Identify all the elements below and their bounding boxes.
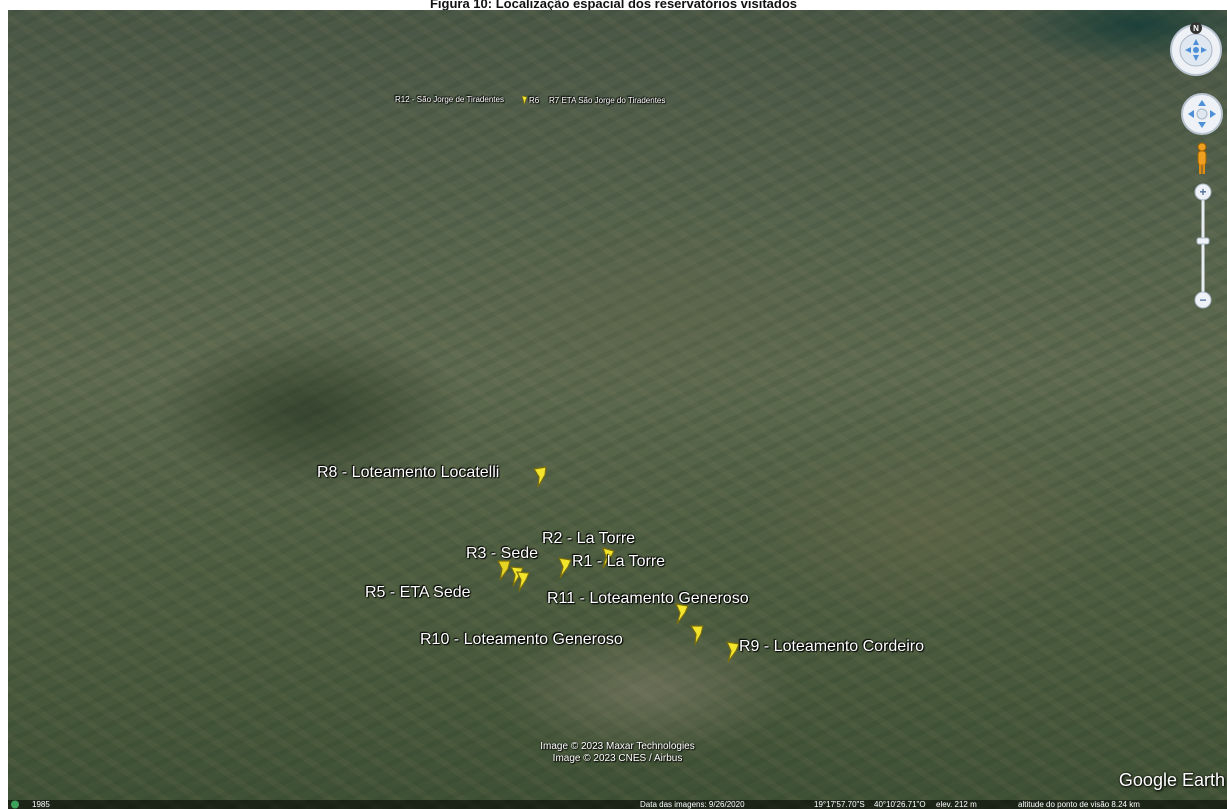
look-around-icon[interactable]: [1180, 92, 1224, 136]
elevation-readout: elev. 212 m: [936, 800, 977, 809]
imagery-credit-maxar: Image © 2023 Maxar Technologies: [540, 741, 695, 752]
satellite-map-view[interactable]: R12 - São Jorge de Tiradentes R6 R7 ETA …: [8, 10, 1227, 809]
latitude-readout: 19°17'57.70"S: [814, 800, 865, 809]
google-earth-logo: Google Earth: [1118, 770, 1225, 790]
compass-control[interactable]: N: [1168, 18, 1224, 83]
pegman-icon[interactable]: [1194, 142, 1210, 178]
compass-icon[interactable]: N: [1168, 18, 1224, 78]
longitude-readout: 40°10'26.71"O: [874, 800, 926, 809]
zoom-out-label: −: [1199, 293, 1206, 307]
placemark-label-r8[interactable]: R8 - Loteamento Locatelli: [317, 464, 500, 481]
placemark-label-r9[interactable]: R9 - Loteamento Cordeiro: [739, 638, 924, 655]
placemark-label-r6[interactable]: R6: [529, 96, 540, 105]
pushpin-icon[interactable]: [554, 556, 574, 580]
placemark-label-r2[interactable]: R2 - La Torre: [542, 530, 636, 547]
placemark-label-r5[interactable]: R5 - ETA Sede: [365, 584, 471, 601]
zoom-out-button[interactable]: [1194, 291, 1212, 309]
compass-north-label: N: [1193, 24, 1199, 33]
status-year: 1985: [32, 800, 50, 809]
tilt-look-control[interactable]: [1180, 92, 1224, 141]
pushpin-icon[interactable]: [687, 623, 707, 647]
placemark-label-r3[interactable]: R3 - Sede: [466, 545, 539, 562]
historical-imagery-icon[interactable]: [10, 800, 22, 809]
zoom-in-label: +: [1199, 185, 1206, 199]
zoom-thumb[interactable]: [1196, 237, 1210, 245]
placemark-label-r7[interactable]: R7 ETA São Jorge do Tiradentes: [549, 96, 666, 105]
placemark-label-r10[interactable]: R10 - Loteamento Generoso: [420, 631, 623, 648]
pushpin-icon[interactable]: [597, 546, 617, 570]
pushpin-icon[interactable]: [722, 640, 742, 664]
placemark-label-r12[interactable]: R12 - São Jorge de Tiradentes: [395, 95, 504, 104]
imagery-credit-cnes: Image © 2023 CNES / Airbus: [552, 753, 683, 764]
pushpin-icon[interactable]: [494, 558, 514, 582]
pushpin-icon[interactable]: [519, 95, 529, 107]
zoom-slider-track[interactable]: + −: [1192, 182, 1214, 312]
status-bar: 1985 Data das imagens: 9/26/2020 19°17'5…: [8, 800, 1227, 809]
pushpin-icon[interactable]: [671, 602, 691, 626]
placemark-label-r11[interactable]: R11 - Loteamento Generoso: [547, 590, 749, 607]
zoom-in-button[interactable]: [1194, 183, 1212, 201]
imagery-date: Data das imagens: 9/26/2020: [640, 800, 745, 809]
pushpin-icon[interactable]: [512, 569, 532, 593]
zoom-slider[interactable]: + −: [1192, 182, 1214, 317]
placemark-label-r1[interactable]: R1 - La Torre: [572, 553, 666, 570]
figure-caption: Figura 10: Localização espacial dos rese…: [429, 0, 798, 11]
eye-altitude-readout: altitude do ponto de visão 8.24 km: [1018, 800, 1140, 809]
pushpin-icon[interactable]: [530, 465, 550, 489]
street-view-pegman[interactable]: [1194, 142, 1210, 183]
